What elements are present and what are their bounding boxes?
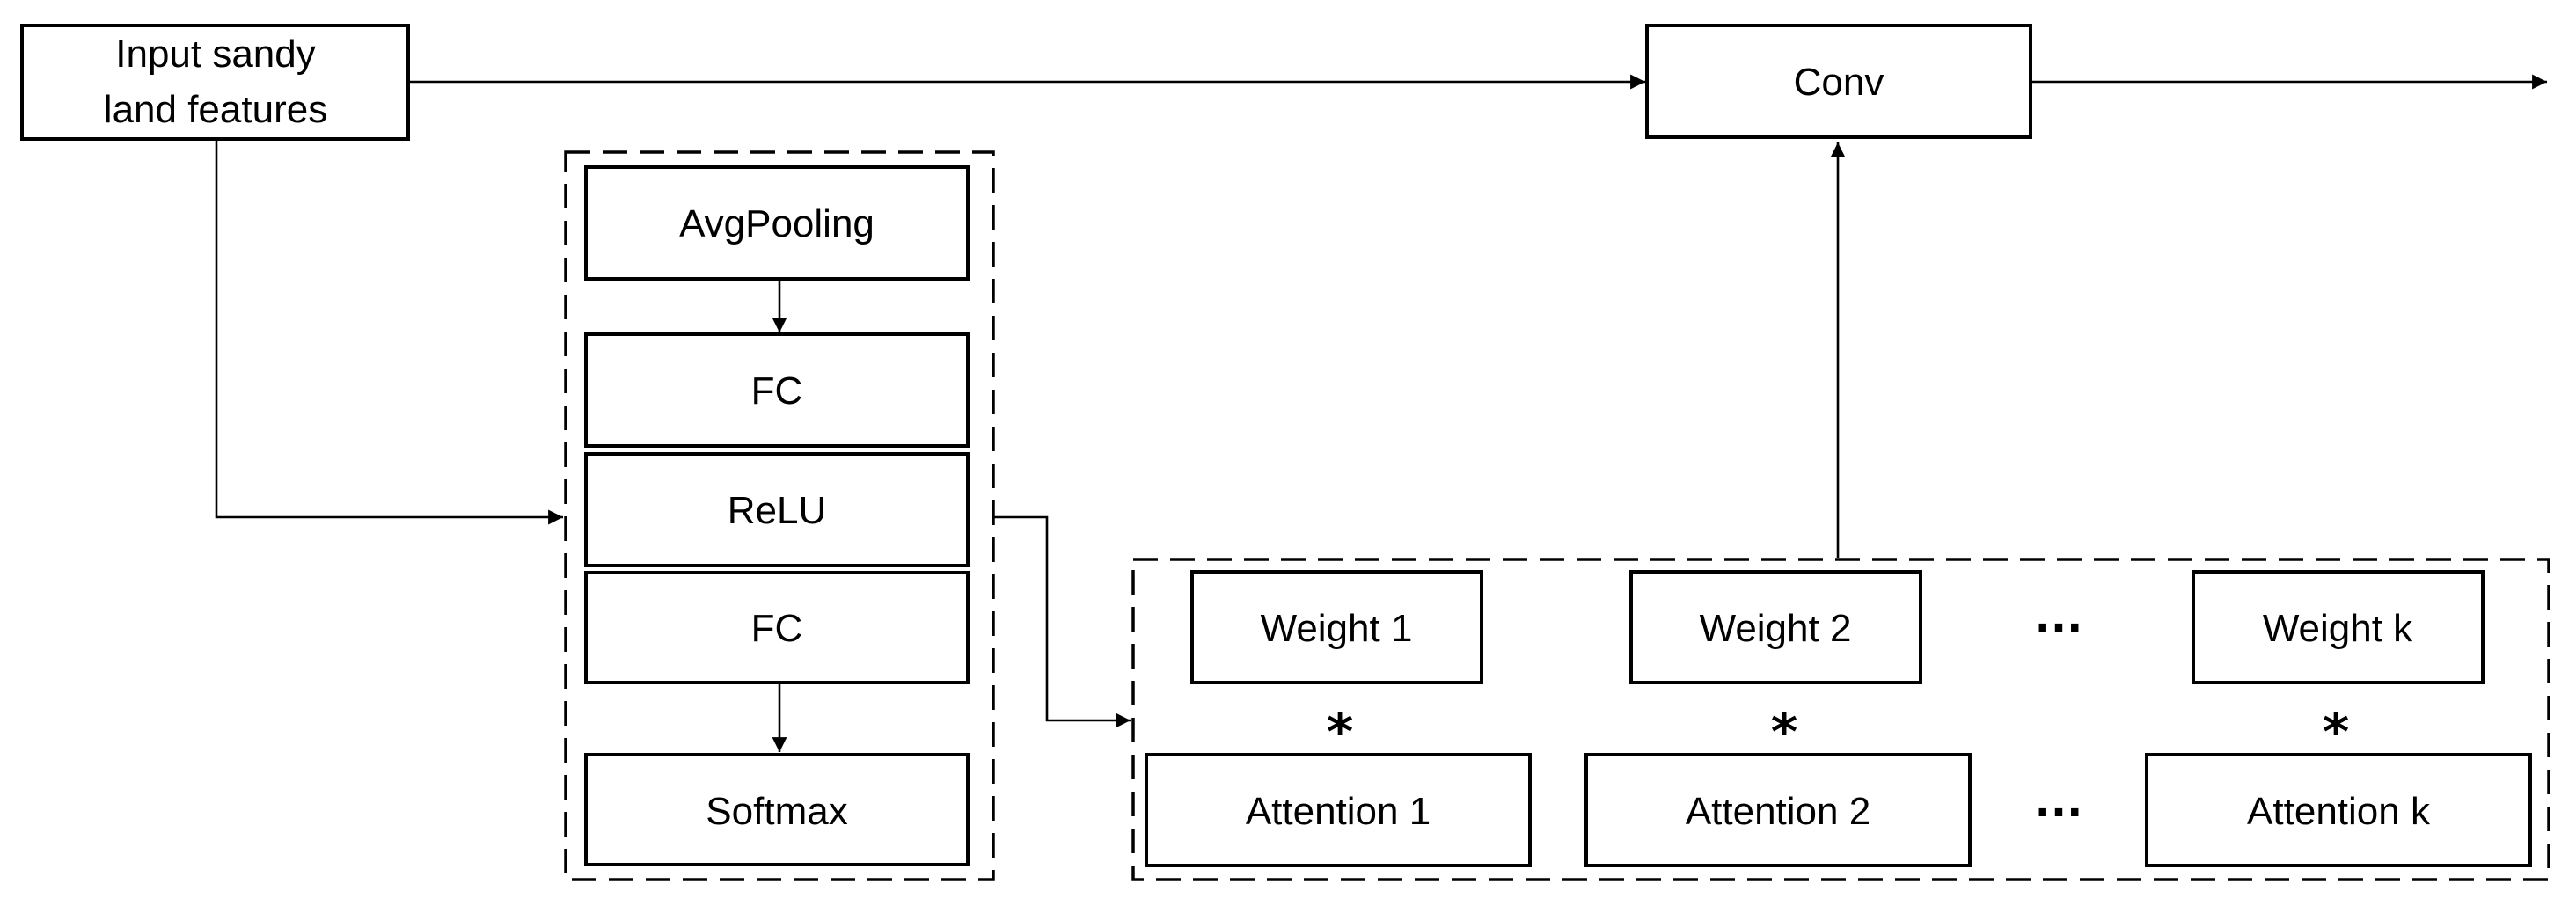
- attention-box-2: [1584, 753, 1972, 867]
- attention-ellipsis: ···: [2035, 788, 2083, 837]
- relu-label: ReLU: [728, 489, 827, 532]
- branch-to-kernels-arrow: [994, 515, 1131, 728]
- fc-box-1: [584, 332, 970, 448]
- weight-ellipsis: ···: [2035, 603, 2083, 653]
- relu-box: [584, 452, 970, 567]
- attention-label-1: Attention 1: [1246, 790, 1431, 833]
- kernel-aggregation-group: [1131, 558, 2550, 881]
- weight-label-1: Weight 1: [1261, 607, 1413, 650]
- conv-box: [1645, 24, 2032, 139]
- weight-box-2: [1629, 570, 1922, 684]
- weight-box-1: [1190, 570, 1483, 684]
- input-label-line2: land features: [104, 88, 327, 131]
- softmax-box: [584, 753, 970, 866]
- input-label-line1: Input sandy: [115, 33, 316, 76]
- multiply-symbol-2: *: [1771, 702, 1797, 762]
- attention-label-k: Attention k: [2247, 790, 2431, 833]
- conv-label: Conv: [1794, 61, 1884, 104]
- fc-label-2: FC: [751, 607, 803, 650]
- attention-box-1: [1145, 753, 1532, 867]
- input-to-branch-arrow: [215, 139, 563, 525]
- fc-label-1: FC: [751, 369, 803, 413]
- avgpooling-box: [584, 165, 970, 281]
- attention-label-2: Attention 2: [1686, 790, 1870, 833]
- weight-label-2: Weight 2: [1700, 607, 1852, 650]
- softmax-label: Softmax: [706, 790, 847, 833]
- attention-box-k: [2145, 753, 2532, 867]
- avgpooling-label: AvgPooling: [679, 202, 875, 245]
- fc-box-2: [584, 571, 970, 684]
- weight-label-k: Weight k: [2263, 607, 2413, 650]
- multiply-symbol-1: *: [1327, 702, 1353, 762]
- input-box: [20, 24, 410, 141]
- attention-branch-group: [564, 150, 995, 881]
- multiply-symbol-k: *: [2323, 702, 2349, 762]
- weight-box-k: [2192, 570, 2485, 684]
